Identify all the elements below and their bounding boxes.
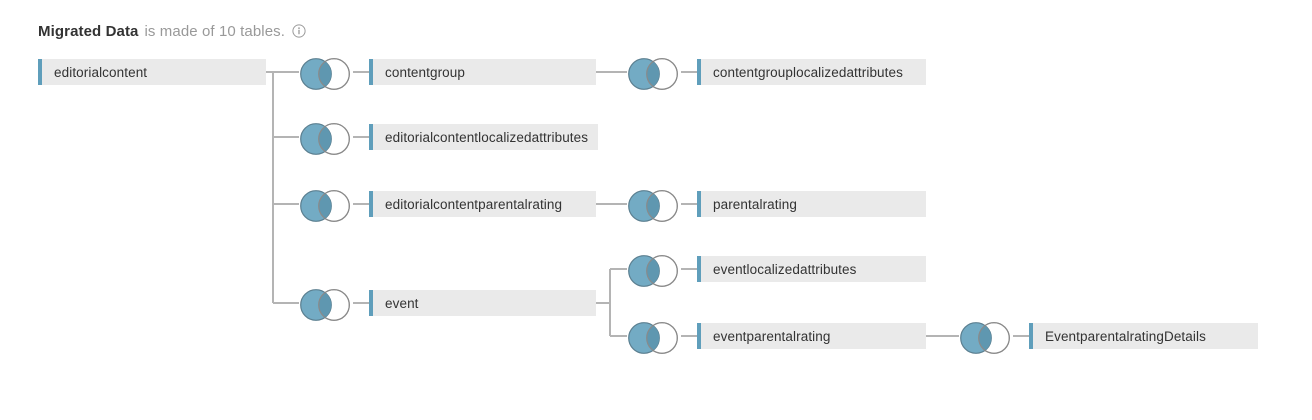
- node-accent-bar: [697, 191, 701, 217]
- node-accent-bar: [697, 323, 701, 349]
- page-subtitle: is made of 10 tables.: [144, 22, 286, 40]
- node-accent-bar: [1029, 323, 1033, 349]
- table-node-contentgroup[interactable]: contentgroup: [369, 59, 596, 85]
- table-node-label: contentgroup: [385, 64, 466, 80]
- table-node-label: event: [385, 295, 419, 311]
- venn-join-icon[interactable]: [625, 321, 681, 355]
- venn-join-icon[interactable]: [297, 122, 353, 156]
- node-accent-bar: [697, 256, 701, 282]
- venn-join-icon[interactable]: [957, 321, 1013, 355]
- table-node-label: contentgrouplocalizedattributes: [713, 64, 903, 80]
- table-node-label: eventparentalrating: [713, 328, 831, 344]
- node-accent-bar: [38, 59, 42, 85]
- table-node-eventparentalrating[interactable]: eventparentalrating: [697, 323, 926, 349]
- venn-join-icon[interactable]: [625, 189, 681, 223]
- venn-join-icon[interactable]: [297, 288, 353, 322]
- table-node-label: EventparentalratingDetails: [1045, 328, 1206, 344]
- table-node-label: editorialcontent: [54, 64, 148, 80]
- table-node-parentalrating[interactable]: parentalrating: [697, 191, 926, 217]
- table-node-contentgrouplocalizedattributes[interactable]: contentgrouplocalizedattributes: [697, 59, 926, 85]
- node-accent-bar: [369, 59, 373, 85]
- table-node-editorialcontentlocalizedattributes[interactable]: editorialcontentlocalizedattributes: [369, 124, 598, 150]
- table-node-label: eventlocalizedattributes: [713, 261, 857, 277]
- venn-join-icon[interactable]: [625, 254, 681, 288]
- table-node-label: editorialcontentparentalrating: [385, 196, 563, 212]
- page-header: Migrated Data is made of 10 tables.: [38, 20, 306, 42]
- venn-join-icon[interactable]: [297, 57, 353, 91]
- info-icon[interactable]: [292, 24, 306, 38]
- venn-join-icon[interactable]: [297, 189, 353, 223]
- page-title: Migrated Data: [38, 22, 139, 40]
- table-node-eventlocalizedattributes[interactable]: eventlocalizedattributes: [697, 256, 926, 282]
- table-node-eventparentalratingdetails[interactable]: EventparentalratingDetails: [1029, 323, 1258, 349]
- table-node-editorialcontentparentalrating[interactable]: editorialcontentparentalrating: [369, 191, 596, 217]
- table-node-event[interactable]: event: [369, 290, 596, 316]
- node-accent-bar: [369, 290, 373, 316]
- node-accent-bar: [697, 59, 701, 85]
- node-accent-bar: [369, 124, 373, 150]
- table-node-editorialcontent[interactable]: editorialcontent: [38, 59, 266, 85]
- table-node-label: parentalrating: [713, 196, 797, 212]
- venn-join-icon[interactable]: [625, 57, 681, 91]
- table-node-label: editorialcontentlocalizedattributes: [385, 129, 589, 145]
- node-accent-bar: [369, 191, 373, 217]
